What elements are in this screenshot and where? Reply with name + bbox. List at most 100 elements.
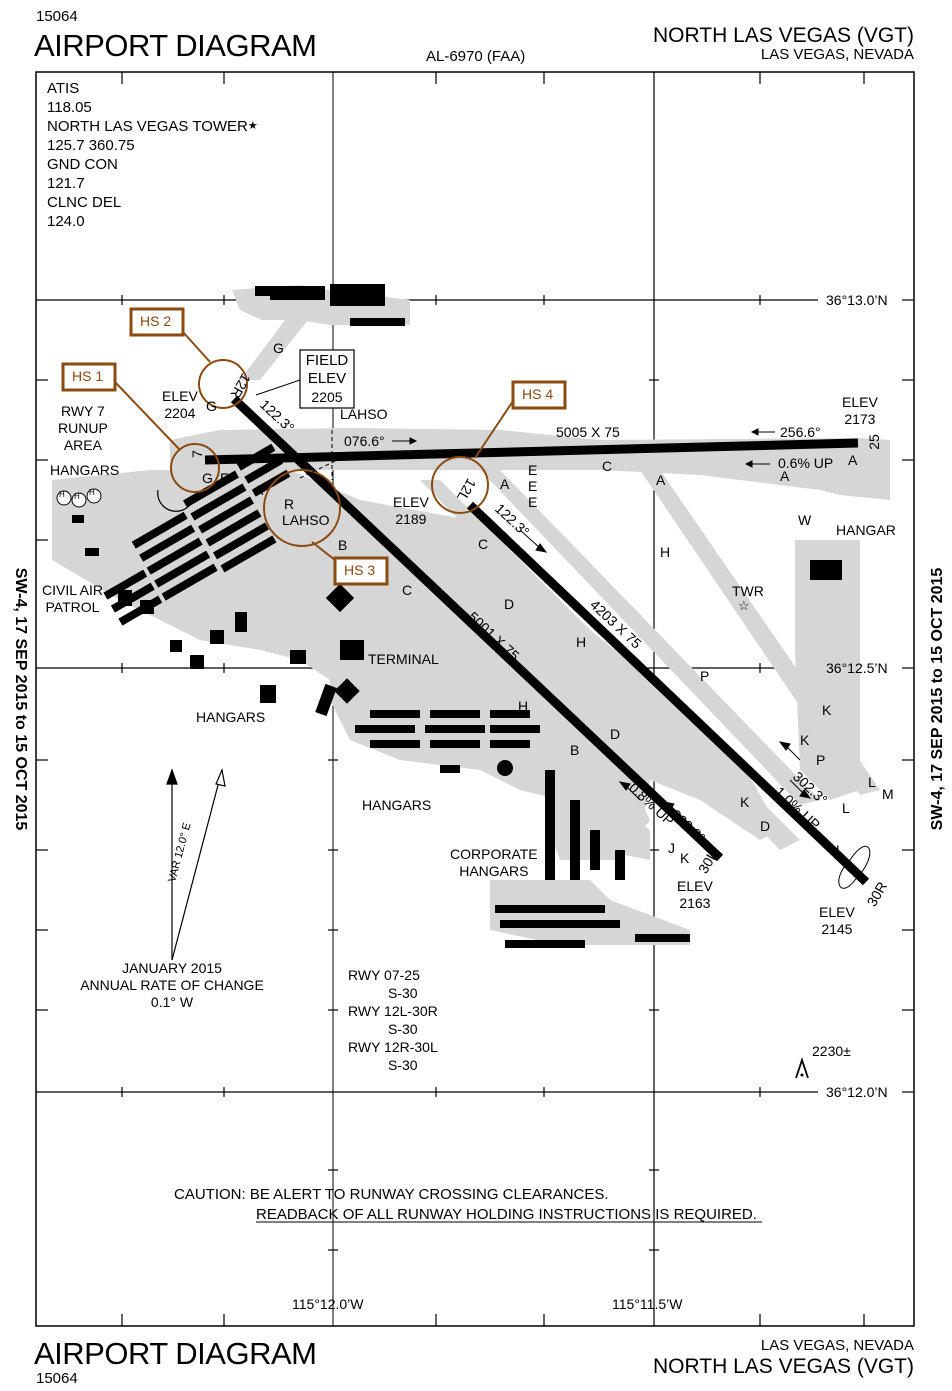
twy-e-2: E (528, 478, 538, 494)
runup-line2: RUNUP (58, 420, 108, 436)
surface-line3: RWY 12L-30R (348, 1003, 438, 1019)
twy-k-2: K (800, 732, 810, 748)
lahso-2: LAHSO (282, 512, 330, 528)
al-number: AL-6970 (FAA) (426, 48, 526, 65)
runway-12l-30r (466, 501, 870, 886)
twy-l-1: L (868, 774, 876, 790)
twr-label: TWR (732, 583, 764, 599)
tower-label: NORTH LAS VEGAS TOWER (47, 118, 248, 135)
twy-h-3: H (518, 698, 529, 714)
surface-line1: RWY 07-25 (348, 967, 420, 983)
twy-g-2: G (206, 398, 217, 414)
hangar-e-label: HANGAR (836, 522, 896, 538)
corp-line2: HANGARS (459, 863, 529, 879)
corp-line1: CORPORATE (450, 846, 538, 862)
elev-2189-label: ELEV (393, 494, 429, 510)
atis-freq: 118.05 (47, 99, 92, 116)
twy-h-2: H (576, 634, 587, 650)
hangars-nw-label: HANGARS (50, 462, 120, 478)
hs2-label: HS 2 (140, 313, 172, 329)
elev-2189-value: 2189 (395, 511, 427, 527)
twy-a-5: A (848, 452, 858, 468)
lat-mid: 36°12.5’N (826, 660, 888, 676)
twy-p-1: P (700, 668, 710, 684)
mag-variation (166, 767, 226, 961)
lahso-1: LAHSO (340, 406, 388, 422)
twy-l-3: L (836, 842, 844, 858)
lon-left: 115°12.0’W (292, 1296, 364, 1312)
hs3-label: HS 3 (344, 562, 376, 578)
hot-spots (114, 331, 516, 561)
annual-rate-block: JANUARY 2015 ANNUAL RATE OF CHANGE 0.1° … (72, 960, 272, 1011)
helipad-h-3: H (89, 488, 95, 497)
surface-line6: S-30 (388, 1057, 418, 1073)
twy-c-2: C (478, 536, 489, 552)
taxiway-g-strip (240, 300, 320, 380)
city-bottom: LAS VEGAS, NEVADA (760, 1337, 914, 1354)
twy-b-2: B (570, 742, 580, 758)
twy-c-1: C (402, 582, 413, 598)
obstacle-symbol (795, 1057, 809, 1079)
terminal-label: TERMINAL (368, 651, 439, 667)
field-elev-label2: ELEV (307, 370, 347, 387)
hs4-circle (431, 456, 489, 514)
twy-p-2: P (816, 752, 826, 768)
twy-h-1: H (660, 544, 671, 560)
elev-2145-label: ELEV (819, 904, 855, 920)
east-hangar-apron (795, 540, 860, 800)
twy-a-1: A (254, 482, 264, 498)
hs4-label: HS 4 (522, 386, 554, 402)
buildings (72, 284, 842, 948)
runup-line1: RWY 7 (60, 403, 105, 419)
rwy25-slope: 0.6% UP (778, 455, 834, 471)
taxiway-h-strip (480, 470, 820, 805)
runway-12r-30l (230, 395, 724, 862)
helipads (56, 488, 102, 508)
hs4-box (511, 380, 567, 410)
annual-rate-line3: 0.1° W (150, 994, 194, 1010)
chart-code-top: 15064 (36, 8, 78, 25)
field-elev-value: 2205 (311, 389, 343, 405)
twy-b-1: B (338, 537, 348, 553)
twy-e-3: E (528, 494, 538, 510)
twy-e-1: E (528, 462, 538, 478)
field-elev: FIELD ELEV 2205 (300, 352, 354, 406)
star-icon: ★ (247, 120, 258, 132)
chart-title-bottom: AIRPORT DIAGRAM (34, 1336, 317, 1371)
civil-line1: CIVIL AIR (42, 582, 103, 598)
twy-k-1: K (822, 702, 832, 718)
twy-k-4: K (680, 850, 690, 866)
tower-label-row: NORTH LAS VEGAS TOWER★ (47, 117, 258, 136)
bearing-arrows (392, 428, 812, 823)
twy-g-1: G (273, 340, 284, 356)
twy-c-3: C (602, 458, 613, 474)
grid-ticks (36, 72, 914, 1326)
hs1-label: HS 1 (72, 368, 104, 384)
hangars-sw-label: HANGARS (196, 709, 266, 725)
gnd-label: GND CON (47, 156, 118, 173)
windsock-icon (838, 845, 871, 889)
annual-rate-line2: ANNUAL RATE OF CHANGE (80, 977, 264, 993)
rwy-end-25: 25 (865, 434, 882, 450)
twy-d-1: D (504, 596, 515, 612)
lat-bottom: 36°12.0’N (826, 1084, 888, 1100)
twy-j: J (668, 840, 675, 856)
hs1-box (61, 362, 117, 392)
elev-2173-value: 2173 (844, 411, 876, 427)
atis-label: ATIS (47, 80, 80, 97)
field-elev-box (299, 349, 355, 409)
field-elev-label1: FIELD (305, 352, 349, 369)
twy-g-3: G (202, 470, 213, 486)
hangars-s-label: HANGARS (362, 797, 432, 813)
clnc-label: CLNC DEL (47, 194, 122, 211)
surface-line5: RWY 12R-30L (348, 1039, 438, 1055)
helipad-h-2: H (74, 492, 80, 501)
airport-name-top: NORTH LAS VEGAS (VGT) (653, 24, 914, 47)
tower-freqs: 125.7 360.75 (47, 137, 135, 154)
taxiway-p-strip (640, 470, 880, 795)
